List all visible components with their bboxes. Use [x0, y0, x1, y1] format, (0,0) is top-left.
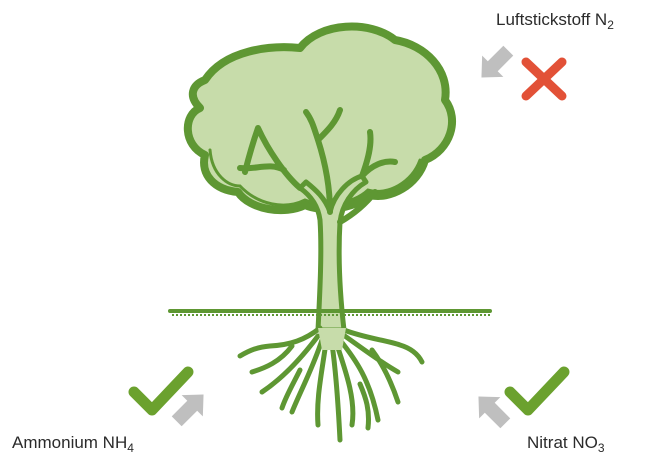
ammonium-text: Ammonium NH: [12, 433, 127, 452]
air-nitrogen-text: Luftstickstoff N: [496, 10, 607, 29]
ammonium-label: Ammonium NH4: [12, 433, 134, 453]
checkmark-icon: [134, 372, 188, 410]
air-nitrogen-label: Luftstickstoff N2: [496, 10, 614, 30]
ammonium-subscript: 4: [127, 441, 134, 455]
air-nitrogen-subscript: 2: [607, 18, 614, 32]
nitrate-text: Nitrat NO: [527, 433, 598, 452]
tree-icon: [170, 27, 490, 440]
arrow-icon: [471, 40, 519, 88]
tree-roots-fill: [318, 328, 346, 350]
checkmark-icon: [510, 372, 564, 410]
nitrate-label: Nitrat NO3: [527, 433, 605, 453]
cross-icon: [526, 62, 562, 96]
nitrate-subscript: 3: [598, 441, 605, 455]
